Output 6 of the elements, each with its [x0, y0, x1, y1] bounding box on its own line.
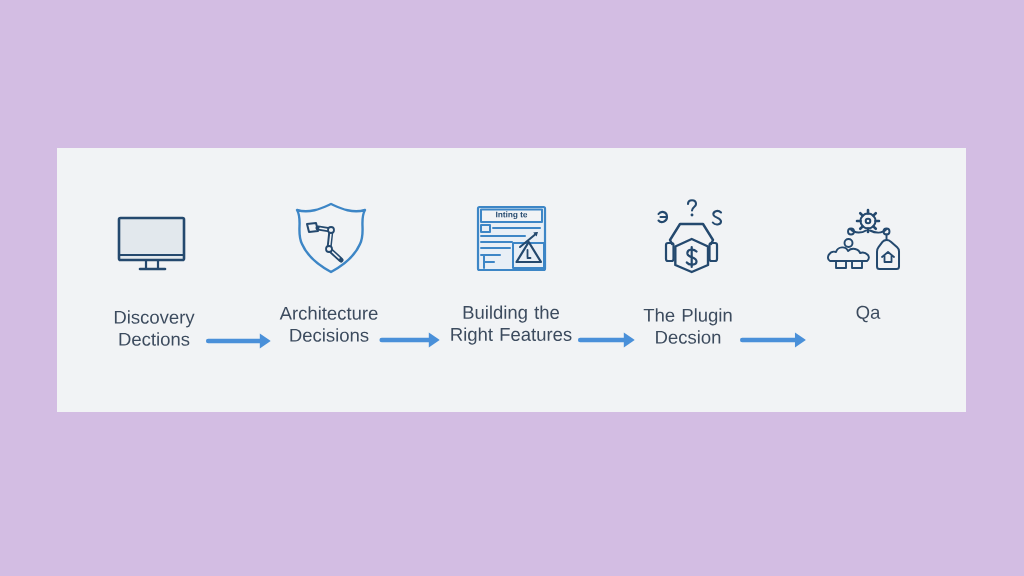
step-label: The Plugin Decsion: [643, 308, 732, 344]
step-label: Architecture Decisions: [279, 306, 378, 342]
step-label: Discovery Dections: [114, 310, 195, 346]
step-label: Building the Right Features: [451, 305, 572, 345]
banner-text: Inting te: [496, 211, 528, 220]
step-label: Qa: [856, 305, 881, 323]
